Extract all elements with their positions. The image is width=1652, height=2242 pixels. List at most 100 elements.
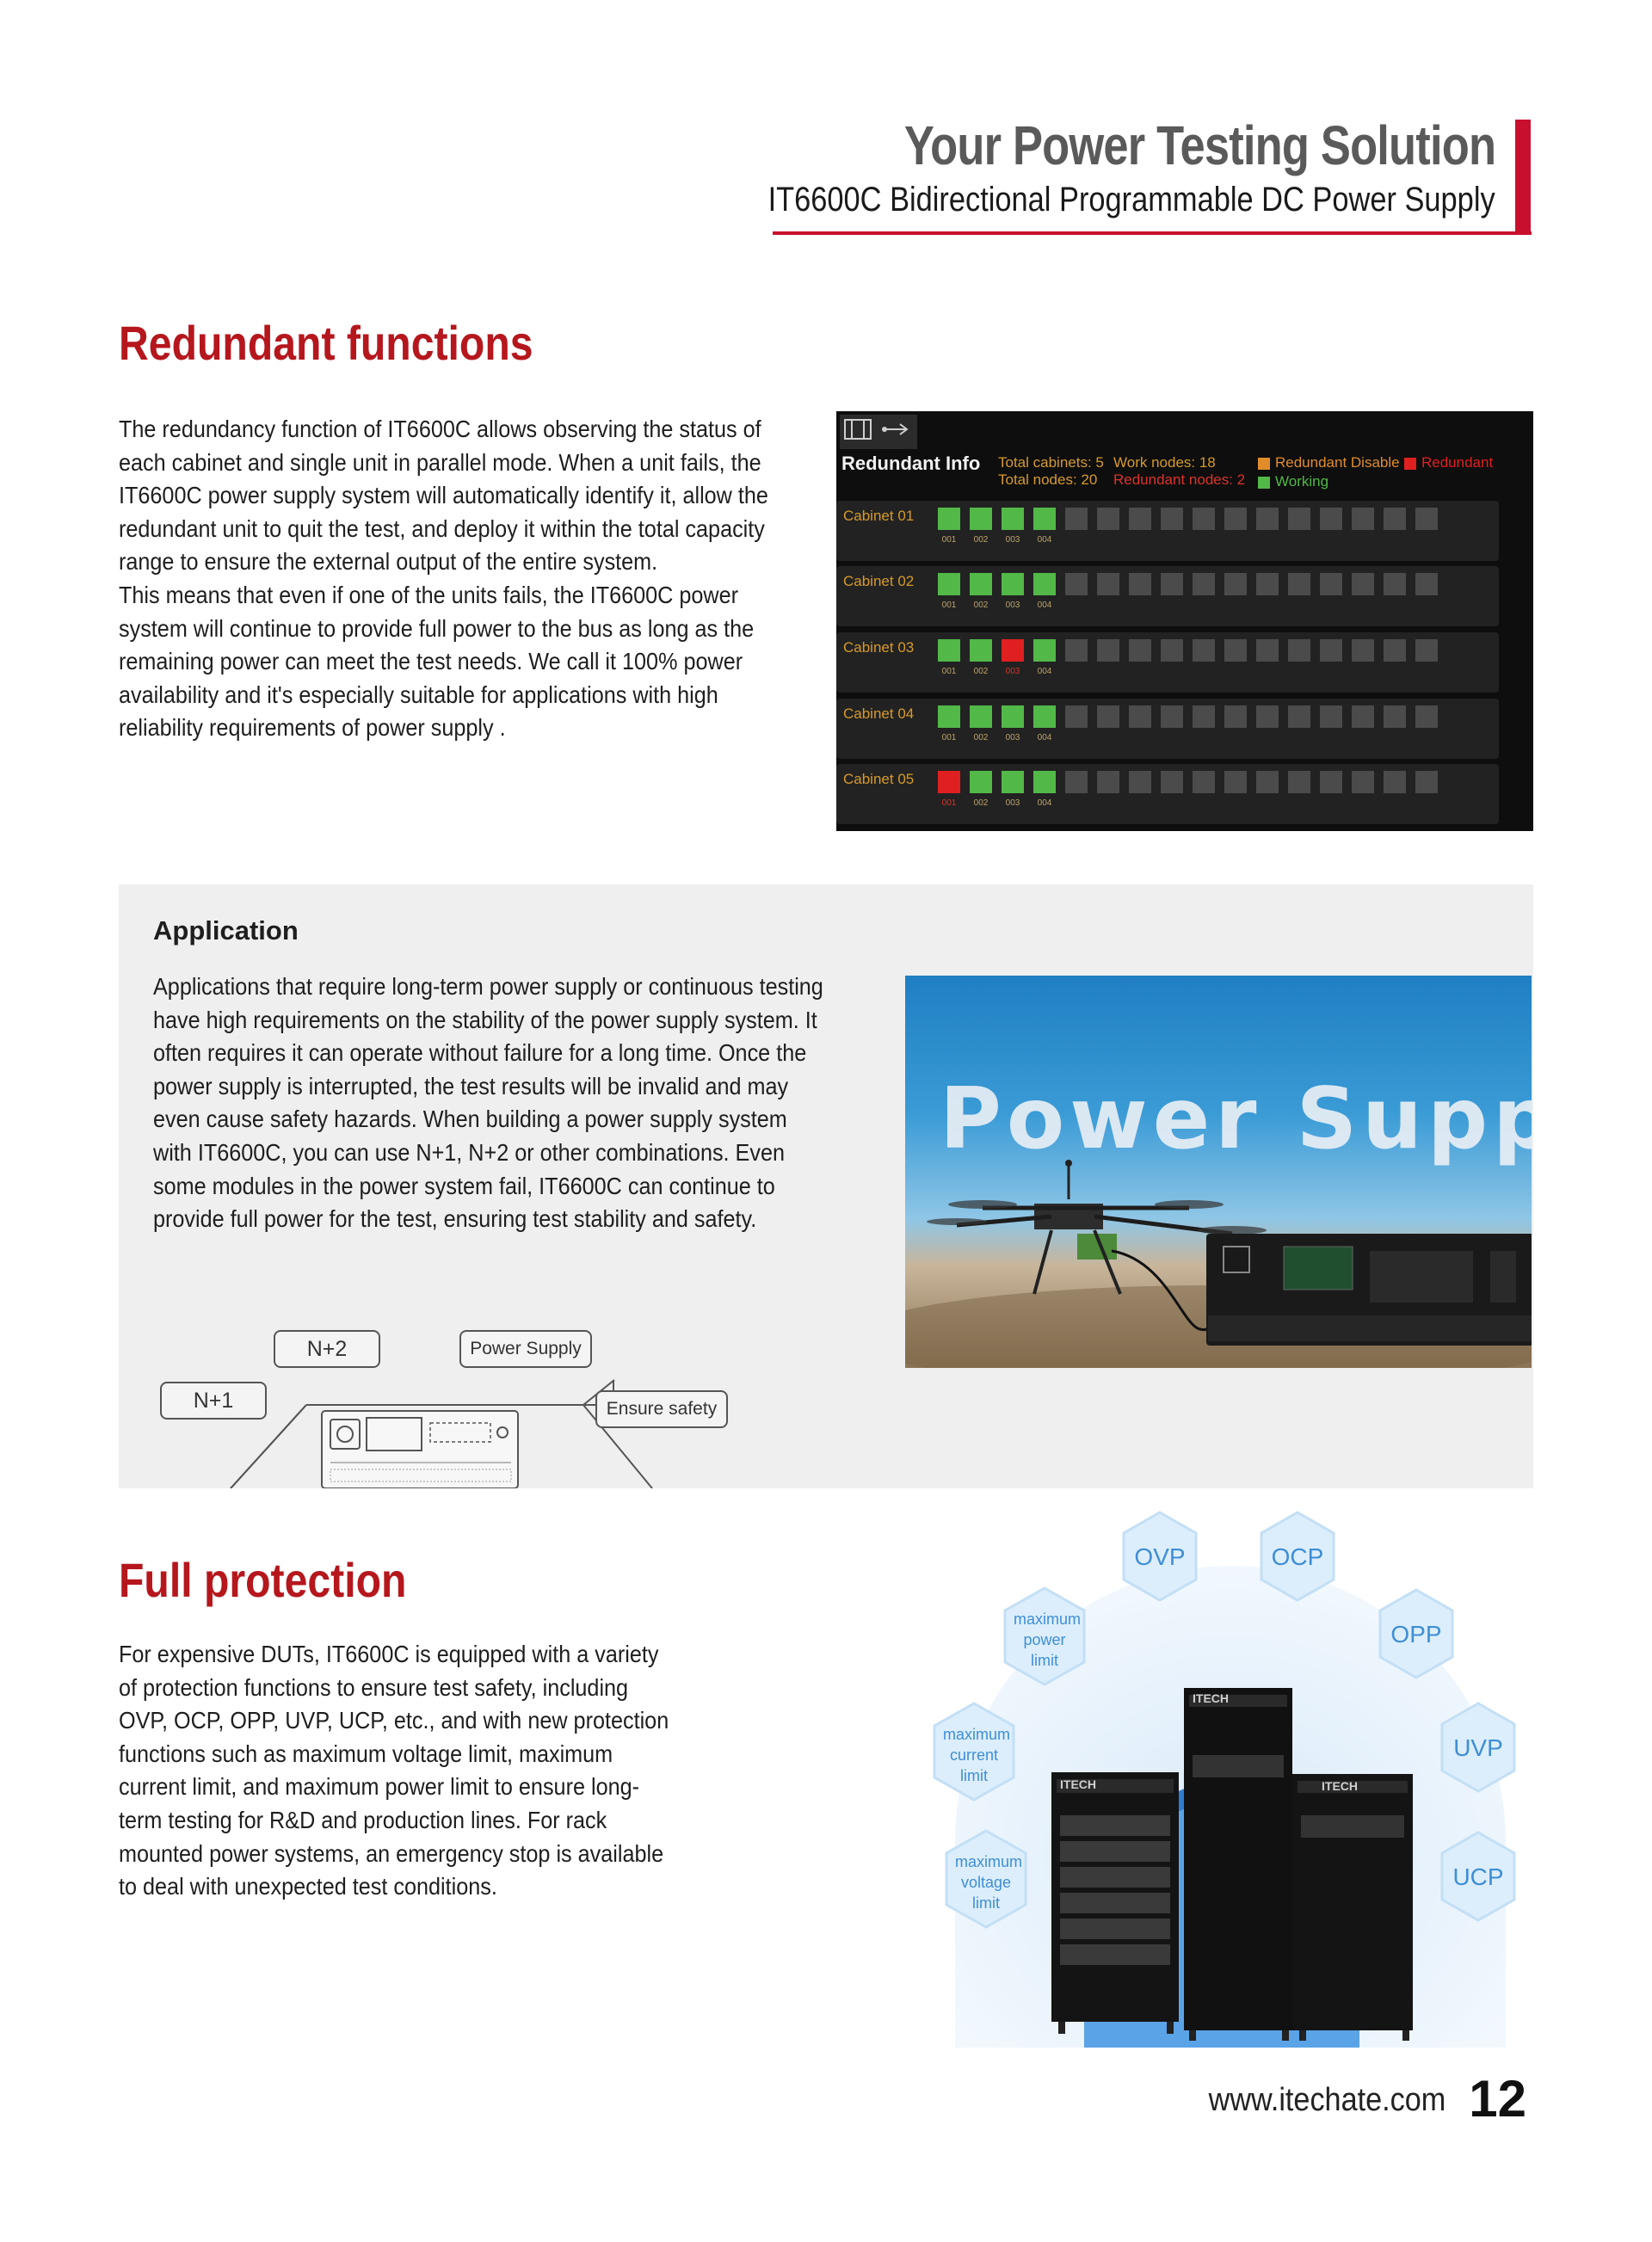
node-label: 003 xyxy=(1005,798,1020,808)
cabinet-name: Cabinet 02 xyxy=(843,573,915,589)
node-status xyxy=(1033,573,1056,595)
node-status xyxy=(1161,573,1183,595)
node-status xyxy=(1288,508,1310,530)
cabinet-name: Cabinet 03 xyxy=(843,639,915,656)
node-label: 001 xyxy=(941,733,957,742)
node-status xyxy=(1384,771,1406,793)
node-status xyxy=(1002,705,1024,728)
node-status xyxy=(1129,639,1151,662)
node-label: 002 xyxy=(973,798,989,808)
node-status xyxy=(1288,705,1310,728)
header-accent-bar xyxy=(1515,120,1531,235)
node-status xyxy=(1352,573,1374,595)
shield-icon xyxy=(945,1829,1027,1929)
node-label: 004 xyxy=(1037,667,1052,676)
legend-redundant-disable: Redundant Disable xyxy=(1258,454,1400,471)
header-subtitle: IT6600C Bidirectional Programmable DC Po… xyxy=(767,181,1495,219)
node-status xyxy=(1161,639,1183,662)
protection-title: Full protection xyxy=(119,1553,407,1607)
node-status xyxy=(1415,639,1438,662)
node-status xyxy=(1065,705,1088,728)
node-status xyxy=(1320,573,1342,595)
protection-text: For expensive DUTs, IT6600C is equipped … xyxy=(119,1641,669,1900)
node-label: 003 xyxy=(1005,667,1020,676)
node-status xyxy=(1065,508,1088,530)
brand-logo-right: ITECH xyxy=(1322,1779,1358,1793)
node-status xyxy=(1256,508,1279,530)
legend-swatch xyxy=(1258,476,1270,489)
cabinet-name: Cabinet 05 xyxy=(843,771,915,787)
node-status xyxy=(970,573,992,595)
node-status xyxy=(1320,508,1342,530)
node-label: 004 xyxy=(1037,535,1052,545)
node-status xyxy=(938,705,960,728)
node-label: 004 xyxy=(1037,798,1052,808)
node-status xyxy=(1320,639,1342,662)
node-label: 002 xyxy=(973,535,989,545)
node-status xyxy=(1288,771,1310,793)
node-status xyxy=(1352,508,1374,530)
node-status xyxy=(1097,705,1119,728)
shield-icon xyxy=(1440,1831,1516,1922)
node-label: 003 xyxy=(1005,601,1020,610)
hex-ucp: UCP xyxy=(1440,1831,1516,1922)
screen-title: Redundant Info xyxy=(841,453,981,474)
application-text: Applications that require long-term powe… xyxy=(153,973,823,1233)
total-cabinets: Total cabinets: 5 xyxy=(998,454,1104,471)
node-status xyxy=(1002,573,1024,595)
node-status xyxy=(1320,771,1342,793)
legend-swatch xyxy=(1258,457,1270,470)
node-status xyxy=(1129,508,1151,530)
power-supply-drone-image: Power Supply xyxy=(905,976,1532,1368)
dual-usb-icon xyxy=(844,419,909,440)
node-status xyxy=(1256,771,1279,793)
hex-opp: OPP xyxy=(1378,1588,1454,1679)
node-status xyxy=(1129,573,1151,595)
redundant-paragraph-1: The redundancy function of IT6600C allow… xyxy=(119,416,768,576)
brand-logo-center: ITECH xyxy=(1193,1691,1229,1705)
shield-icon xyxy=(1260,1511,1335,1602)
node-status xyxy=(1415,573,1438,595)
node-status xyxy=(1065,771,1088,793)
node-status xyxy=(1193,771,1215,793)
cabinet-name: Cabinet 01 xyxy=(843,508,915,524)
tag-power-supply: Power Supply xyxy=(459,1330,592,1368)
node-status xyxy=(938,771,960,793)
node-status xyxy=(938,508,960,530)
redundant-paragraph-2: This means that even if one of the units… xyxy=(119,581,755,742)
node-status xyxy=(1320,705,1342,728)
node-status xyxy=(1161,508,1183,530)
node-status xyxy=(1224,639,1247,662)
node-status xyxy=(1033,508,1056,530)
shield-icon xyxy=(1378,1588,1454,1679)
node-status xyxy=(1288,639,1310,662)
node-label: 001 xyxy=(941,601,957,610)
node-status xyxy=(1384,639,1406,662)
node-status xyxy=(1002,771,1024,793)
node-status xyxy=(1224,573,1247,595)
node-label: 001 xyxy=(941,667,957,676)
node-status xyxy=(1129,705,1151,728)
node-status xyxy=(1002,508,1024,530)
hex-ocp: OCP xyxy=(1260,1511,1335,1602)
node-status xyxy=(1224,771,1247,793)
node-status xyxy=(1097,573,1119,595)
node-status xyxy=(1097,771,1119,793)
node-status xyxy=(1033,639,1056,662)
node-status xyxy=(1097,508,1119,530)
node-status xyxy=(1415,705,1438,728)
redundant-title: Redundant functions xyxy=(119,316,533,370)
node-status xyxy=(1415,508,1438,530)
legend-redundant: Redundant xyxy=(1404,454,1493,471)
node-status xyxy=(1065,573,1088,595)
application-heading: Application xyxy=(153,915,299,945)
screen-toolbar-icons xyxy=(840,415,917,449)
node-status xyxy=(1256,573,1279,595)
work-nodes: Work nodes: 18 xyxy=(1113,454,1216,471)
shield-icon xyxy=(1003,1586,1086,1686)
shield-icon xyxy=(1122,1511,1198,1602)
node-status xyxy=(1097,639,1119,662)
node-status xyxy=(1224,705,1247,728)
redundant-nodes: Redundant nodes: 2 xyxy=(1113,471,1246,488)
